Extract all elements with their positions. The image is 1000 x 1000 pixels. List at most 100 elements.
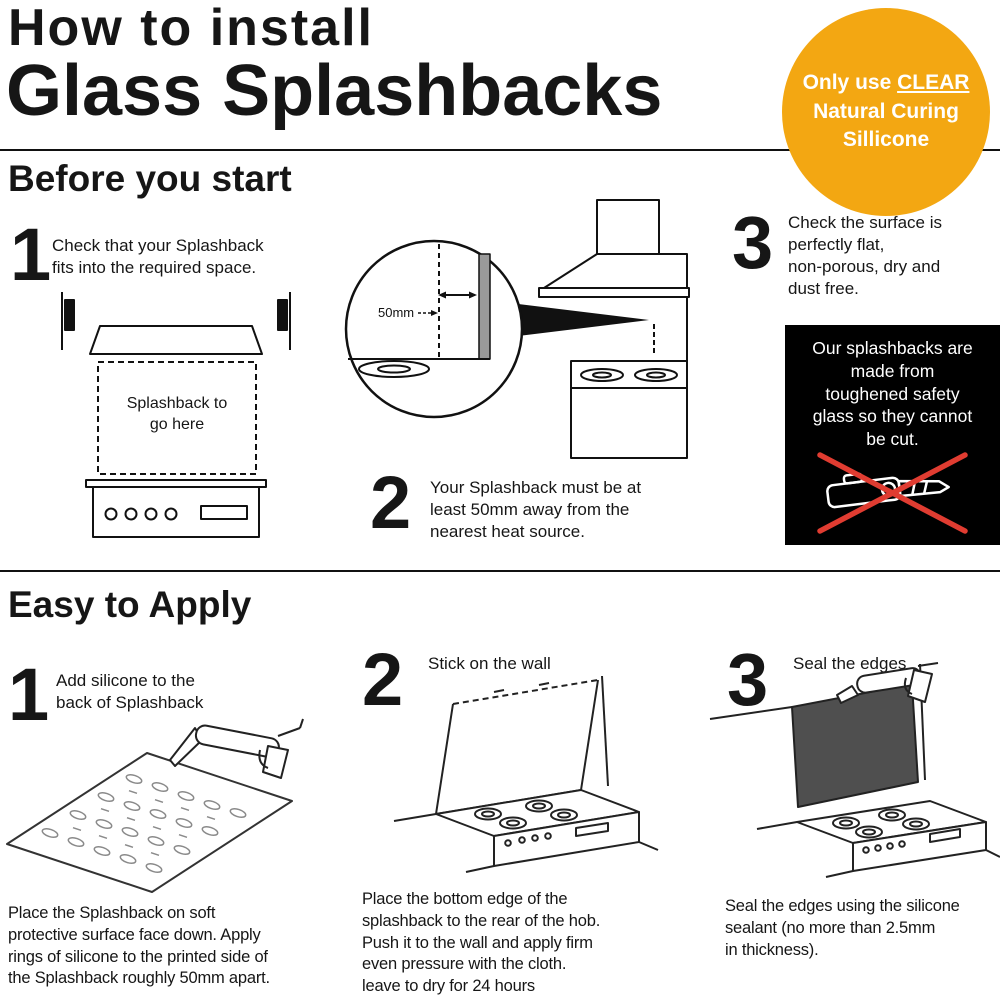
page-title-line1: How to install — [8, 0, 374, 57]
floor-line — [465, 865, 495, 873]
apply-step3-illustration — [702, 662, 1000, 879]
burner — [902, 817, 930, 831]
before-step2-text: Your Splashback must be at least 50mm aw… — [430, 478, 642, 542]
left-bracket — [64, 299, 75, 331]
gun-nozzle — [836, 685, 859, 704]
hob-knob — [862, 846, 870, 854]
top-divider — [0, 149, 1000, 151]
apply-step2-number: 2 — [362, 638, 404, 721]
silicone-dashes — [72, 789, 216, 857]
hob-knob — [144, 507, 158, 521]
knife-blade — [897, 479, 950, 498]
burner — [499, 816, 527, 830]
wall-corner-line — [601, 675, 609, 787]
blade-segment-line — [923, 481, 929, 494]
gun-rod-hook — [299, 718, 304, 729]
before-step2-number: 2 — [370, 461, 412, 544]
burner-inner — [909, 820, 923, 828]
burner-inner — [377, 364, 411, 374]
splashback-edge-bar — [478, 253, 491, 360]
silicone-badge: Only use CLEAR Natural Curing Sillicone — [782, 8, 990, 216]
before-step3-text: Check the surface is perfectly flat, non… — [788, 213, 943, 299]
burner-inner — [646, 371, 666, 379]
counter-line — [393, 813, 437, 822]
hob-knob — [544, 832, 552, 840]
hob-knob — [898, 840, 906, 848]
burner — [525, 799, 553, 813]
gun-grip — [262, 745, 289, 779]
pointer-wedge — [502, 302, 649, 338]
caulk-gun-icon — [836, 662, 939, 704]
burner-inner — [532, 802, 546, 810]
measure-50mm-label: 50mm — [378, 305, 414, 320]
before-heading: Before you start — [8, 158, 292, 199]
before-step1-number: 1 — [10, 213, 52, 296]
apply-step1-caption: Place the Splashback on soft protective … — [8, 904, 270, 988]
stick-on-wall-illustration — [393, 675, 659, 873]
splashback-area-label: Splashback to go here — [126, 395, 228, 433]
burner — [358, 360, 430, 378]
apply-step2-caption: Place the bottom edge of the splashback … — [362, 890, 601, 996]
before-step1-text: Check that your Splashback fits into the… — [52, 236, 264, 278]
hob-knob — [124, 507, 138, 521]
measure-arrow-head — [431, 310, 438, 316]
floor-line — [985, 849, 1000, 858]
hob-display — [200, 505, 248, 520]
hob-box — [570, 360, 688, 459]
burner — [474, 807, 502, 821]
wall-left-line — [709, 706, 793, 720]
before-step2-diagram: 50mm — [334, 196, 694, 466]
badge-line2: Natural Curing — [813, 99, 959, 123]
red-cross-icon — [817, 452, 968, 534]
burner — [855, 825, 883, 839]
burner — [580, 368, 624, 382]
hob-knob — [874, 844, 882, 852]
alcove-diagram — [61, 292, 291, 538]
burner-inner — [839, 819, 853, 827]
apply-step3-title: Seal the edges — [793, 654, 907, 673]
badge-underlined-word: CLEAR — [897, 70, 970, 94]
burner — [550, 808, 578, 822]
crossed-out-knife-icon — [817, 452, 968, 534]
burner-inner — [592, 371, 612, 379]
gap-arrow-left-head — [438, 291, 446, 299]
burner — [832, 816, 860, 830]
gap-arrow-right-head — [469, 291, 477, 299]
gun-rod — [917, 662, 939, 667]
burner — [634, 368, 678, 382]
badge-line3: Sillicone — [842, 128, 930, 152]
middle-divider — [0, 570, 1000, 572]
apply-step1-illustration — [2, 686, 322, 901]
gun-rod — [277, 727, 301, 737]
hood-chimney — [596, 199, 660, 255]
apply-step1-number: 1 — [8, 653, 50, 736]
apply-step3-caption: Seal the edges using the silicone sealan… — [725, 897, 960, 959]
floor-line — [638, 841, 659, 851]
counter-line — [756, 821, 798, 830]
apply-step1-title: Add silicone to the back of Splashback — [56, 671, 204, 713]
floor-line — [825, 870, 854, 878]
splashback-installed — [791, 683, 919, 808]
splashback-panel — [6, 752, 293, 893]
before-step3-number: 3 — [732, 201, 774, 284]
hob-knob — [164, 507, 178, 521]
burner-inner — [481, 810, 495, 818]
motion-tick — [493, 689, 505, 693]
apply-step2-illustration — [356, 664, 663, 881]
hob-knob — [104, 507, 118, 521]
motion-tick — [538, 682, 550, 686]
hob-knob — [518, 836, 526, 844]
hood-canopy — [543, 253, 688, 289]
hob-knob — [886, 842, 894, 850]
hob-knob — [531, 834, 539, 842]
apply-step3-number: 3 — [727, 638, 769, 721]
gun-grip — [907, 669, 933, 703]
apply-heading: Easy to Apply — [8, 584, 252, 625]
clearance-diagram: 50mm — [344, 199, 690, 459]
hob-display — [929, 828, 961, 843]
burner-inner — [885, 811, 899, 819]
burner-inner — [862, 828, 876, 836]
hob-knob — [504, 839, 512, 847]
burner-inner — [557, 811, 571, 819]
